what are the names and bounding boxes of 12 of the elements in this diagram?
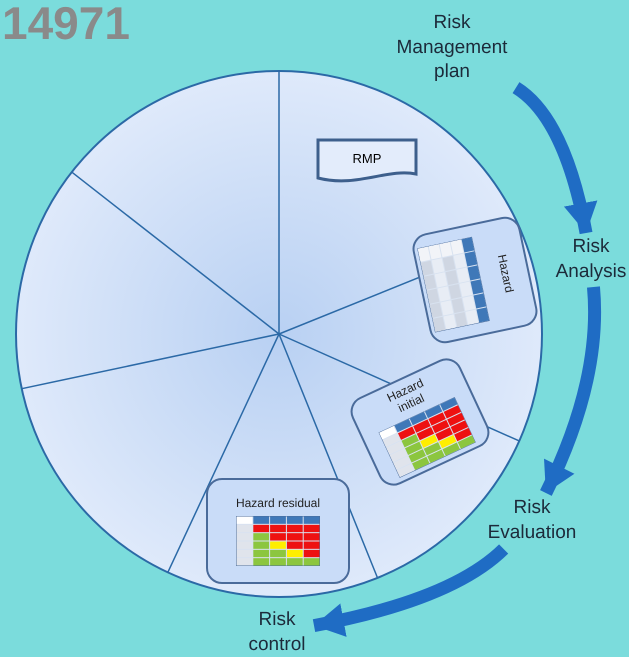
title: 14971 <box>2 0 130 50</box>
card-title: Hazard residual <box>236 496 320 510</box>
stage-label: Risk Evaluation <box>478 493 586 549</box>
matrix-card <box>206 478 350 584</box>
curved-arrow <box>512 82 597 234</box>
stage-label: Risk Analysis <box>553 233 629 287</box>
document-label: RMP <box>352 150 382 166</box>
stage-label: Risk control <box>240 608 314 657</box>
card-title: Hazard <box>494 253 516 294</box>
curved-arrow <box>312 544 508 636</box>
stage-label: Risk Management plan <box>388 8 516 88</box>
curved-arrow <box>540 286 602 496</box>
